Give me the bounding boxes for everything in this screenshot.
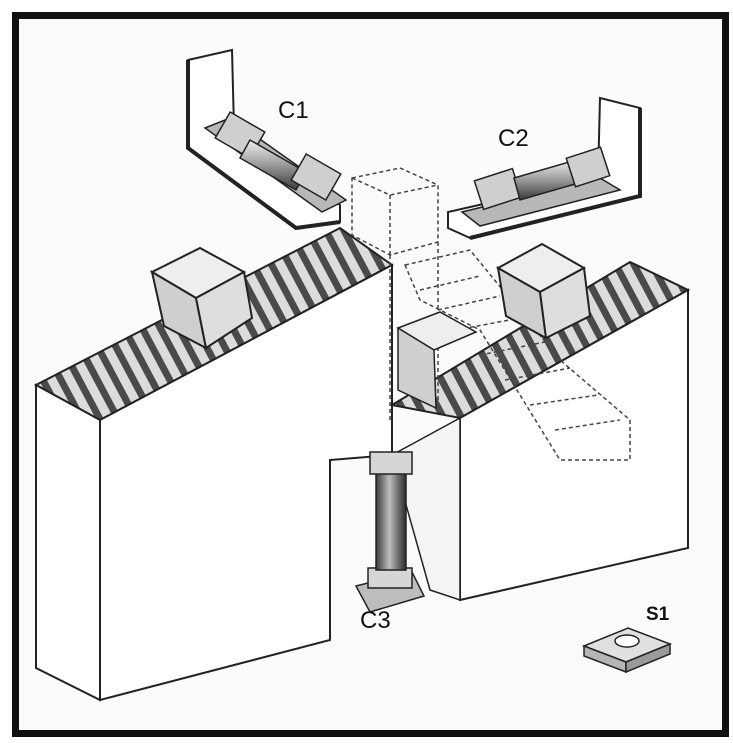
label-s1: S1: [646, 604, 670, 625]
package-center: [396, 311, 478, 410]
label-c1: C1: [278, 97, 309, 124]
package-left: [149, 246, 254, 350]
package-right: [495, 242, 592, 340]
label-c3: C3: [360, 607, 391, 634]
cylinder-c3: [354, 451, 426, 613]
pusher-c2: [447, 96, 642, 240]
label-c2: C2: [498, 125, 529, 152]
pusher-c1: [186, 48, 348, 231]
sensor-s1: [581, 627, 673, 674]
